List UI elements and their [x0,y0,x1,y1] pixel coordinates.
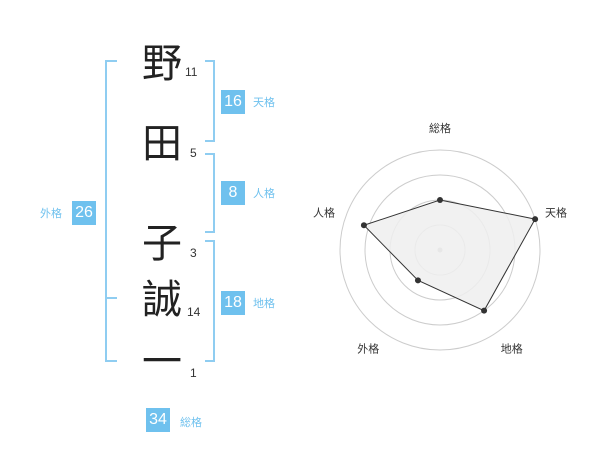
radar-point-3 [414,277,421,284]
tenkaku-bracket [205,60,215,142]
radar-points [360,197,539,314]
radar-point-0 [437,197,443,203]
stroke-count-4: 14 [187,305,201,319]
radar-point-2 [481,307,488,314]
radar-ring-4 [339,149,541,351]
jinkaku-bracket [205,153,215,233]
soukaku-value-badge: 34 [146,408,170,432]
name-char-2: 田 [142,121,182,167]
gaikaku-bracket [105,60,117,362]
radar-point-1 [532,216,539,223]
soukaku-label: 総格 [180,416,202,429]
chikaku-value-badge: 18 [221,291,245,315]
radar-point-4 [360,222,367,229]
radar-axis-label-4: 人格 [313,205,335,219]
radar-axis-label-1: 天格 [545,205,567,219]
tenkaku-value-badge: 16 [221,90,245,114]
gaikaku-bracket-divider [105,297,117,299]
radar-axis-label-0: 総格 [429,121,451,135]
name-char-1: 野 [142,41,182,87]
jinkaku-label: 人格 [253,187,275,200]
chikaku-label: 地格 [253,297,275,310]
name-char-5: 一 [142,339,182,385]
gaikaku-value-badge: 26 [72,201,96,225]
radar-area [362,199,536,312]
name-char-4: 誠 [142,277,182,323]
chikaku-bracket [205,240,215,362]
jinkaku-value-badge: 8 [221,181,245,205]
stroke-count-3: 3 [190,246,197,260]
tenkaku-label: 天格 [253,96,275,109]
name-char-3: 子 [142,221,182,267]
stroke-count-5: 1 [190,366,197,380]
stroke-count-2: 5 [190,146,197,160]
radar-axis-label-2: 地格 [501,342,523,356]
stroke-count-1: 11 [185,65,198,79]
gaikaku-label: 外格 [40,207,62,220]
radar-axis-label-3: 外格 [357,342,379,356]
